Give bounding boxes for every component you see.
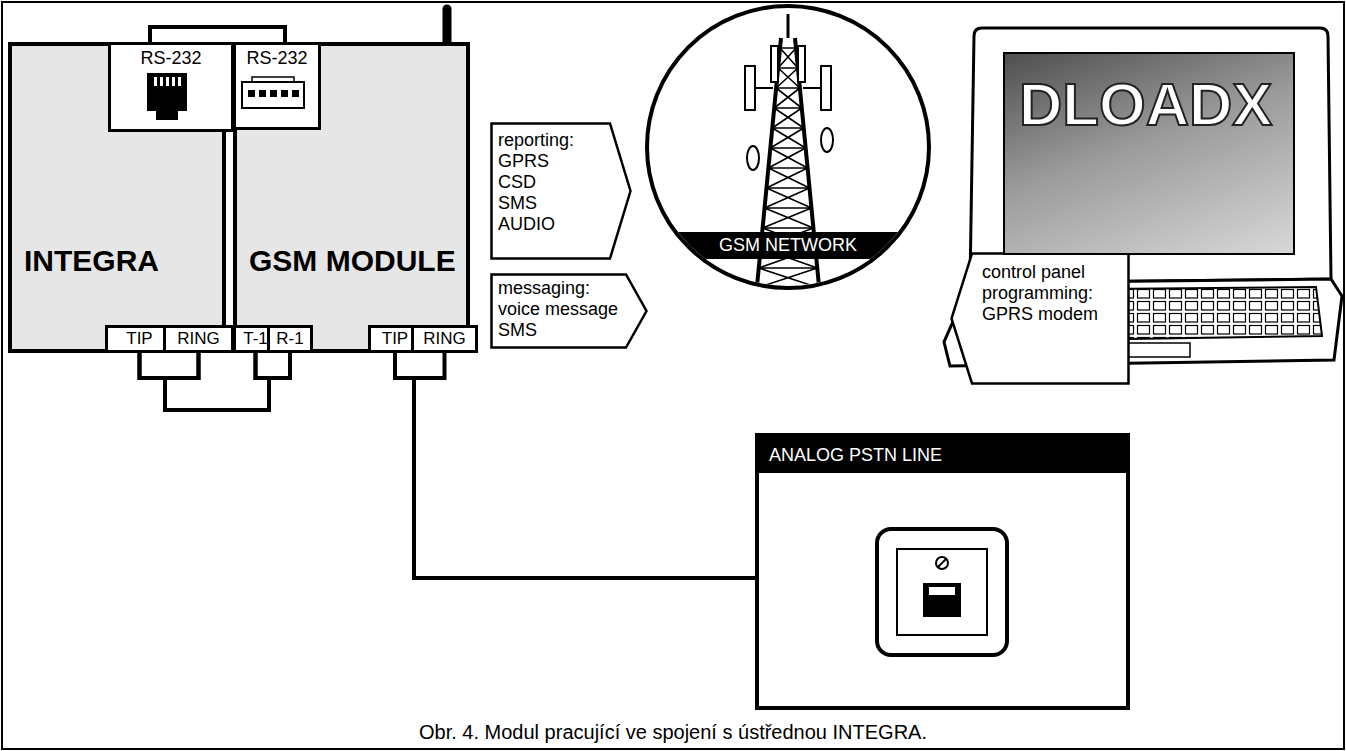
wire bbox=[150, 27, 285, 42]
node-label: R-1 bbox=[270, 328, 310, 350]
antenna bbox=[443, 9, 452, 42]
node-label: RS-232 bbox=[111, 45, 231, 69]
callout-arrow: reporting: GPRS CSD SMS AUDIO bbox=[490, 122, 632, 260]
gsm-module-box: GSM MODULE RS-232T-1R-1TIPRING bbox=[233, 42, 470, 353]
drawing-part bbox=[768, 148, 807, 168]
socket-pins bbox=[154, 77, 181, 86]
node-label: control panel programming: GPRS modem bbox=[982, 262, 1108, 325]
drawing-part bbox=[757, 268, 819, 286]
drawing-part bbox=[154, 77, 157, 86]
drawing-part bbox=[172, 77, 175, 86]
drawing-part bbox=[166, 77, 169, 86]
laptop-lid bbox=[970, 28, 1331, 283]
mast-tip bbox=[787, 14, 790, 38]
drawing-part bbox=[178, 77, 181, 86]
drawing-part bbox=[763, 208, 814, 228]
node-label: RING bbox=[166, 328, 231, 350]
drawing-part bbox=[771, 46, 778, 82]
callout-shape bbox=[952, 254, 1129, 384]
wire bbox=[414, 353, 755, 578]
wire bbox=[140, 353, 291, 410]
rs232-port: RS-232 bbox=[108, 42, 234, 132]
terminal-cell: RING bbox=[411, 325, 478, 353]
drawing-part bbox=[248, 90, 255, 97]
node-label: RING bbox=[414, 328, 475, 350]
node-label: TIP bbox=[108, 328, 171, 350]
callout-shape bbox=[492, 275, 647, 348]
socket-frame bbox=[897, 549, 987, 635]
drawing-part bbox=[821, 66, 831, 110]
screw bbox=[936, 557, 948, 569]
drawing-part bbox=[755, 87, 773, 89]
drawing-part bbox=[798, 46, 805, 82]
node-label: DLOADX bbox=[1019, 70, 1272, 140]
callout-arrow: control panel programming: GPRS modem bbox=[950, 252, 1130, 385]
drawing-part bbox=[745, 66, 755, 110]
touchpad bbox=[1120, 343, 1190, 357]
drawing-part bbox=[766, 168, 809, 188]
node-label: INTEGRA bbox=[24, 244, 159, 278]
drawing-part bbox=[776, 68, 800, 88]
tower-antennas bbox=[745, 46, 833, 170]
node-label: reporting: GPRS CSD SMS AUDIO bbox=[498, 130, 574, 235]
drawing-part bbox=[765, 188, 812, 208]
header-body bbox=[242, 82, 304, 108]
wire bbox=[140, 353, 270, 410]
jack bbox=[923, 583, 961, 617]
node-label: ANALOG PSTN LINE bbox=[759, 437, 1126, 473]
network-circle: GSM NETWORK bbox=[645, 4, 931, 290]
jack-contacts bbox=[929, 587, 955, 595]
drawing-part bbox=[770, 128, 805, 148]
node-label: RS-232 bbox=[236, 45, 318, 69]
wall-socket-icon bbox=[759, 437, 1126, 706]
rj-socket-icon bbox=[111, 69, 223, 127]
wire bbox=[395, 353, 755, 578]
callout-shape bbox=[492, 124, 631, 259]
screw-slot bbox=[938, 559, 946, 567]
wire bbox=[165, 353, 290, 410]
node-label: messaging: voice message SMS bbox=[498, 278, 622, 341]
callout-arrow: messaging: voice message SMS bbox=[490, 273, 648, 349]
wire bbox=[165, 353, 269, 410]
drawing-part bbox=[772, 108, 803, 128]
control-panel-box: INTEGRA RS-232TIPRING bbox=[8, 42, 226, 353]
pin-header-icon bbox=[236, 75, 310, 115]
figure-caption: Obr. 4. Modul pracující ve spojení s úst… bbox=[0, 720, 1346, 744]
drawing-part bbox=[774, 88, 802, 108]
phone-line-box: ANALOG PSTN LINE bbox=[755, 433, 1130, 710]
terminal-cell: R-1 bbox=[267, 325, 313, 353]
drawing-part bbox=[160, 77, 163, 86]
rs232-port: RS-232 bbox=[233, 42, 321, 130]
header-pins bbox=[248, 90, 299, 97]
node-label: GSM NETWORK bbox=[649, 232, 927, 259]
drawing-part bbox=[747, 146, 759, 170]
socket-body bbox=[147, 73, 187, 120]
socket-plate bbox=[877, 529, 1007, 655]
drawing-part bbox=[821, 128, 833, 152]
drawing-part bbox=[803, 87, 821, 89]
drawing-part bbox=[259, 90, 266, 97]
drawing-part bbox=[281, 90, 288, 97]
drawing-part bbox=[778, 48, 798, 68]
laptop-screen: DLOADX bbox=[1003, 52, 1295, 255]
drawing-part bbox=[292, 90, 299, 97]
drawing-part bbox=[270, 90, 277, 97]
terminal-cell: RING bbox=[163, 325, 234, 353]
laptop bbox=[944, 28, 1342, 366]
node-label: GSM MODULE bbox=[249, 244, 456, 278]
